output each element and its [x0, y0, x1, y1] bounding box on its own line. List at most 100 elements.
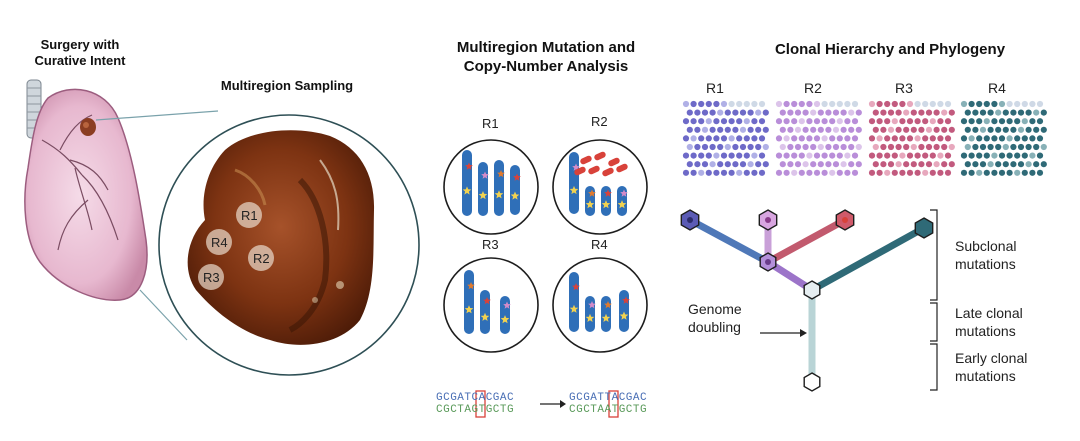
seq-after-bottom: CGCTAATGCTG — [569, 404, 648, 416]
mutation-star — [500, 315, 510, 324]
mutation-star — [465, 162, 473, 170]
chromosome-group-2 — [569, 152, 628, 216]
sequence-before: GCGATCACGAC CGCTAGTGCTG — [436, 392, 514, 416]
mutation-star — [510, 191, 520, 200]
sample-label-r2: R2 — [253, 251, 270, 266]
sample-label-r4: R4 — [211, 235, 228, 250]
clone-dot-grids — [682, 100, 1047, 176]
magnification-lines — [95, 110, 219, 341]
sample-dots — [198, 202, 274, 290]
mutation-star — [513, 173, 521, 181]
middle-title-line2: Copy-Number Analysis — [463, 58, 629, 75]
mutation-star — [585, 200, 595, 209]
chromosome — [569, 152, 579, 214]
chromosome — [462, 150, 472, 216]
mutation-star — [588, 189, 596, 197]
early-clonal-label: Early clonal mutations — [955, 349, 1027, 385]
genome-doubling-arrow — [760, 329, 807, 337]
region-label-r2: R2 — [591, 114, 608, 129]
chromosome — [619, 290, 629, 332]
mutation-star — [503, 301, 511, 309]
sequence-after: GCGATTACGAC CGCTAATGCTG — [569, 392, 647, 416]
mutation-star — [462, 186, 472, 195]
middle-title: Multiregion Mutation and Copy-Number Ana… — [436, 38, 656, 76]
early-clonal-line1: Early clonal — [955, 350, 1028, 366]
chromosome-group-1 — [462, 150, 521, 216]
surgery-label-line2: Curative Intent — [34, 53, 126, 68]
amplified-fragments — [574, 151, 628, 177]
chromosome — [494, 160, 504, 216]
tree-node-centers — [687, 217, 848, 265]
genome-doubling-label: Genome doubling — [688, 300, 742, 336]
mutation-star — [601, 200, 611, 209]
chromosome — [464, 270, 474, 334]
chromosome — [569, 272, 579, 332]
region-label-r1: R1 — [482, 116, 499, 131]
grid-label-r3: R3 — [895, 80, 913, 96]
subclonal-line1: Subclonal — [955, 238, 1017, 254]
lung-illustration — [24, 79, 148, 301]
region-label-r4: R4 — [591, 237, 608, 252]
late-clonal-label: Late clonal mutations — [955, 304, 1023, 340]
early-clonal-line2: mutations — [955, 368, 1016, 384]
tumor-magnified-circle — [158, 114, 420, 376]
mutation-star — [617, 200, 627, 209]
mutation-star — [481, 171, 489, 179]
mutation-star — [467, 282, 475, 290]
mutation-star — [588, 301, 596, 309]
mutation-brackets — [930, 209, 938, 391]
seq-before-bottom: CGCTAGTGCTG — [436, 404, 515, 416]
chromosome — [478, 162, 488, 216]
dot-grid-r3 — [868, 100, 955, 176]
grid-label-r2: R2 — [804, 80, 822, 96]
chromosome — [480, 290, 490, 334]
genome-doubling-line1: Genome — [688, 301, 742, 317]
late-clonal-line2: mutations — [955, 323, 1016, 339]
chromosome — [510, 165, 520, 215]
mutation-star — [604, 189, 612, 197]
genome-doubling-line2: doubling — [688, 319, 741, 335]
seq-before-top: GCGATCACGAC — [436, 392, 515, 404]
tree-nodes — [680, 209, 934, 392]
sampling-title: Multiregion Sampling — [220, 78, 354, 93]
mutation-star — [464, 305, 474, 314]
sequence-mutation-markers — [475, 390, 619, 418]
mutation-star — [601, 313, 611, 322]
chromosome — [500, 296, 510, 334]
phylogeny-tree — [680, 209, 934, 392]
arrow-icon — [540, 400, 566, 408]
dot-grid-r4 — [960, 100, 1047, 176]
mutation-star — [494, 190, 504, 199]
mutation-star — [620, 189, 628, 197]
mutation-star — [478, 191, 488, 200]
sample-label-r3: R3 — [203, 270, 220, 285]
surgery-label: Surgery with Curative Intent — [20, 37, 140, 69]
grid-label-r4: R4 — [988, 80, 1006, 96]
seq-after-top: GCGATTACGAC — [569, 392, 648, 404]
right-title: Clonal Hierarchy and Phylogeny — [774, 41, 1006, 58]
mutation-star — [622, 296, 630, 304]
subclonal-line2: mutations — [955, 256, 1016, 272]
chromosome-group-4 — [569, 272, 630, 332]
chromosome-group-3 — [464, 270, 511, 334]
sample-label-r1: R1 — [241, 208, 258, 223]
surgery-label-line1: Surgery with — [40, 37, 120, 52]
late-clonal-line1: Late clonal — [955, 305, 1023, 321]
region-circles — [443, 139, 648, 353]
dot-grid-r2 — [775, 100, 862, 176]
mutation-star — [569, 185, 579, 195]
chromosome-groups — [462, 150, 630, 334]
middle-title-line1: Multiregion Mutation and — [456, 39, 636, 56]
mutation-star — [483, 297, 491, 305]
subclonal-label: Subclonal mutations — [955, 237, 1017, 273]
mutation-star — [572, 283, 580, 291]
mutation-star — [604, 301, 612, 309]
dot-grid-r1 — [682, 100, 769, 176]
mutation-star — [497, 170, 505, 178]
grid-label-r1: R1 — [706, 80, 724, 96]
mutation-star — [585, 313, 595, 322]
mutation-star — [569, 304, 579, 313]
mutation-star — [480, 312, 490, 321]
mutation-star — [619, 311, 629, 320]
